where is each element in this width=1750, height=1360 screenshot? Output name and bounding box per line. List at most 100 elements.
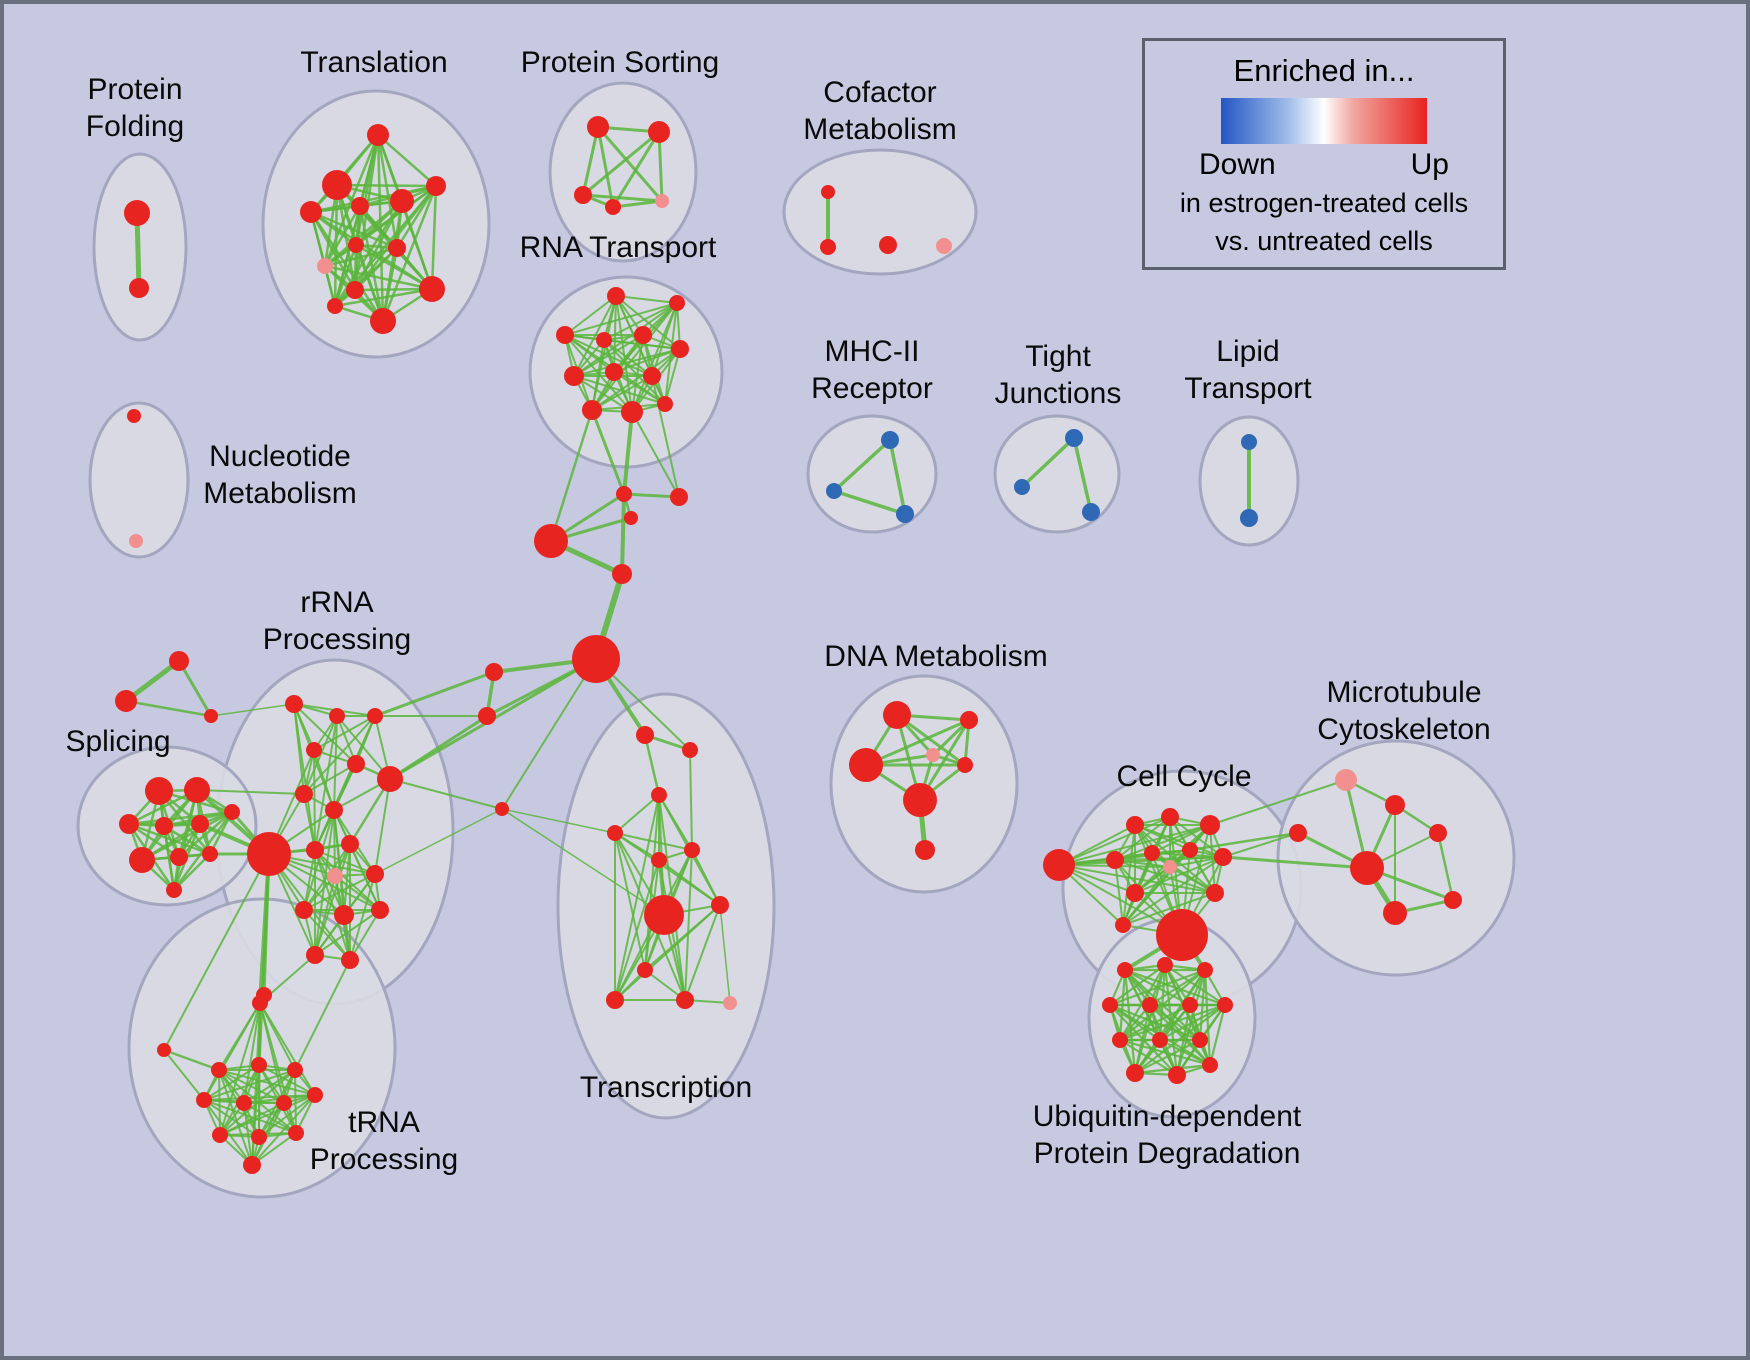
node-tl1 bbox=[367, 124, 389, 146]
edge-rr10-rr14 bbox=[303, 849, 316, 911]
edge-rt1-rt3 bbox=[564, 295, 617, 336]
node-dm7 bbox=[915, 840, 935, 860]
edge-tr1-tr3 bbox=[162, 1048, 221, 1072]
node-rt4 bbox=[596, 332, 612, 348]
edge-fr2-fr3 bbox=[124, 699, 213, 718]
edge-ps1-ps4 bbox=[596, 125, 615, 209]
node-tl6 bbox=[426, 176, 446, 196]
node-tr13 bbox=[243, 1156, 261, 1174]
node-ub1 bbox=[1117, 962, 1133, 978]
edge-ub6-ub8 bbox=[1118, 1003, 1192, 1042]
cluster-label-ubiquitin-degradation: Ubiquitin-dependent bbox=[1033, 1100, 1302, 1133]
edge-cc4-cc5 bbox=[1114, 824, 1211, 861]
edge-sp2-rr7 bbox=[196, 789, 305, 795]
node-rr5 bbox=[347, 755, 365, 773]
edge-tr4-tr9 bbox=[258, 1064, 316, 1096]
node-tx4 bbox=[607, 825, 623, 841]
node-sp6 bbox=[224, 804, 240, 820]
node-tr2 bbox=[252, 995, 268, 1011]
cluster-mhc-ii-receptor bbox=[806, 414, 938, 534]
cluster-nucleotide-metabolism bbox=[88, 401, 190, 559]
cluster-label-rrna-processing: rRNA bbox=[300, 586, 373, 619]
node-tr7 bbox=[236, 1095, 252, 1111]
node-fr3 bbox=[204, 709, 218, 723]
node-tx8 bbox=[711, 896, 729, 914]
node-ub12 bbox=[1168, 1066, 1186, 1084]
edge-tr6-tr9 bbox=[203, 1094, 316, 1101]
cluster-label-mhc-ii-receptor: MHC-II bbox=[825, 335, 920, 368]
edge-ub7-ub13 bbox=[1208, 1003, 1227, 1067]
cluster-label-lipid-transport: Transport bbox=[1184, 372, 1312, 405]
cluster-label-dna-metabolism: DNA Metabolism bbox=[824, 640, 1047, 673]
node-rr9 bbox=[247, 832, 291, 876]
node-ps1 bbox=[587, 116, 609, 138]
node-ub6 bbox=[1182, 997, 1198, 1013]
node-mc7 bbox=[1383, 901, 1407, 925]
edge-tx5-tx10 bbox=[614, 859, 660, 1001]
node-tl2 bbox=[322, 170, 352, 200]
edge-rr18-tr5 bbox=[294, 959, 351, 1071]
edge-rt10-c1 bbox=[590, 408, 626, 496]
edge-ub7-ub8 bbox=[1118, 1003, 1227, 1042]
node-pf2 bbox=[129, 278, 149, 298]
node-tx1 bbox=[636, 726, 654, 744]
node-tx6 bbox=[684, 842, 700, 858]
node-dm6 bbox=[903, 783, 937, 817]
edge-tr2-tr9 bbox=[259, 1002, 316, 1096]
edge-rr2-rr8 bbox=[333, 715, 338, 811]
legend-subtitle-line1: in estrogen-treated cells bbox=[1179, 188, 1469, 218]
edge-rr3-rr7 bbox=[303, 715, 376, 795]
legend-gradient-bar bbox=[1221, 98, 1427, 144]
node-ub4 bbox=[1102, 997, 1118, 1013]
node-tl7 bbox=[317, 258, 333, 274]
node-tl12 bbox=[370, 308, 396, 334]
edge-rr16-rr17 bbox=[314, 909, 381, 956]
node-sp2 bbox=[184, 777, 210, 803]
node-lt2 bbox=[1240, 509, 1258, 527]
legend-up-label: Up bbox=[1410, 148, 1449, 181]
node-tl9 bbox=[388, 239, 406, 257]
node-ub11 bbox=[1126, 1064, 1144, 1082]
edge-tr9-tr13 bbox=[251, 1094, 316, 1166]
cluster-label-rna-transport: RNA Transport bbox=[520, 231, 717, 264]
edge-tl6-tl12 bbox=[381, 184, 438, 323]
node-sp4 bbox=[155, 817, 173, 835]
node-rt6 bbox=[671, 340, 689, 358]
node-tr6 bbox=[196, 1092, 212, 1108]
node-rt10 bbox=[582, 400, 602, 420]
edge-rt7-rt12 bbox=[573, 375, 666, 405]
edge-rr14-rr18 bbox=[303, 909, 351, 961]
node-tx11 bbox=[676, 991, 694, 1009]
cluster-label-protein-folding: Folding bbox=[86, 110, 184, 143]
edge-rt6-rt8 bbox=[613, 348, 681, 373]
node-cc3 bbox=[1161, 808, 1179, 826]
node-fr1 bbox=[169, 651, 189, 671]
node-dm3 bbox=[849, 748, 883, 782]
cluster-label-ubiquitin-degradation: Protein Degradation bbox=[1034, 1137, 1301, 1170]
cluster-label-translation: Translation bbox=[300, 46, 447, 79]
edge-ps4-ps5 bbox=[611, 199, 664, 209]
edge-tx8-tx10 bbox=[614, 904, 721, 1001]
edge-tl2-tl6 bbox=[335, 183, 438, 188]
edge-fr3-rr1 bbox=[210, 703, 295, 717]
edge-fr1-fr3 bbox=[177, 659, 213, 718]
edge-fr1-fr2 bbox=[123, 658, 182, 704]
edge-c7-rr3 bbox=[373, 670, 496, 718]
node-rt1 bbox=[607, 287, 625, 305]
edge-tr9-tr11 bbox=[258, 1094, 316, 1138]
node-tr1 bbox=[157, 1043, 171, 1057]
node-tr5 bbox=[287, 1062, 303, 1078]
edge-ub9-ub13 bbox=[1158, 1038, 1212, 1067]
edge-rt6-rt12 bbox=[664, 348, 681, 405]
node-nm1 bbox=[127, 409, 141, 423]
node-mh2 bbox=[826, 483, 842, 499]
edge-rr12-rr17 bbox=[314, 875, 336, 956]
node-ps2 bbox=[648, 121, 670, 143]
edge-tl1-tl9 bbox=[376, 133, 399, 250]
node-tj2 bbox=[1014, 479, 1030, 495]
edge-tl7-tl10 bbox=[323, 264, 434, 291]
node-sp7 bbox=[129, 847, 155, 873]
node-rr1 bbox=[285, 695, 303, 713]
node-rr8 bbox=[325, 801, 343, 819]
